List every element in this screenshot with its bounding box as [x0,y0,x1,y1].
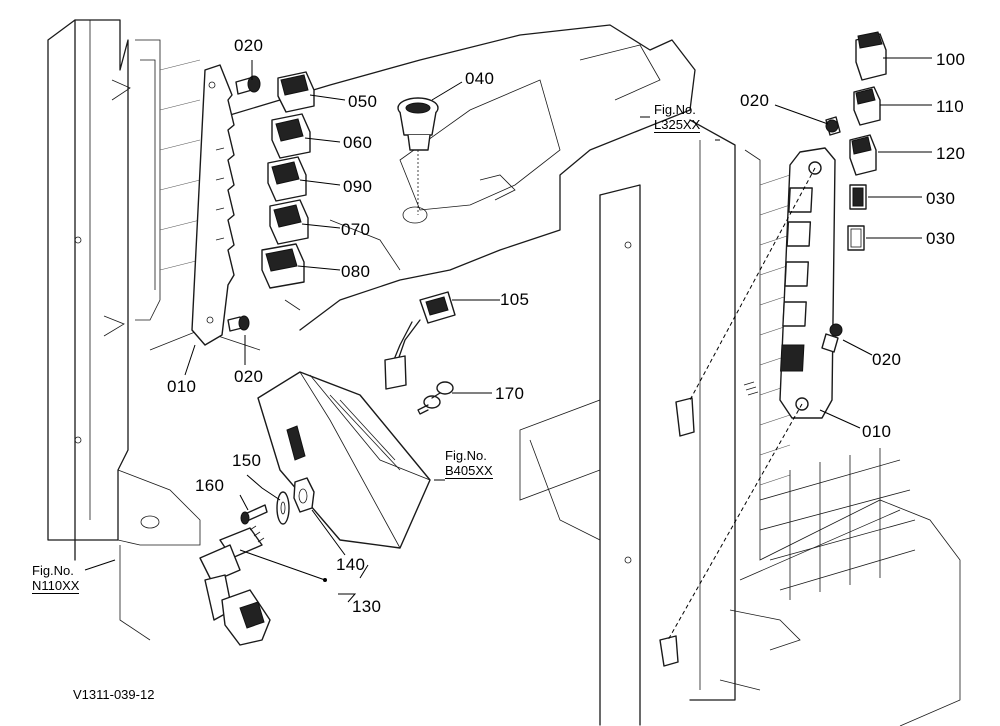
washer-150 [276,491,290,525]
dash-body [229,24,696,331]
blank-cover-030-lower [847,225,865,251]
figure-ref-n110xx[interactable]: Fig.No. N110XX [32,563,80,594]
connector-105 [384,291,456,390]
label-170: 170 [495,384,525,403]
key-switch-housing [257,371,431,549]
label-020-lower-right: 020 [872,350,902,369]
label-030-upper: 030 [926,189,956,208]
label-160: 160 [195,476,225,495]
label-100: 100 [936,50,966,69]
label-080: 080 [341,262,371,281]
switch-070 [269,199,309,245]
label-020-upper-left: 020 [234,36,264,55]
label-060: 060 [343,133,373,152]
label-020-upper-right: 020 [740,91,770,110]
blank-cover-030-upper [849,184,867,210]
figure-ref-caption: Fig.No. [445,448,487,463]
label-050: 050 [348,92,378,111]
label-010-left: 010 [167,377,197,396]
left-frame-panel [47,19,261,641]
label-030-lower: 030 [926,229,956,248]
bolt-020-lower-right [821,323,843,353]
label-090: 090 [343,177,373,196]
switch-090 [267,156,307,202]
figure-ref-number: L325XX [654,117,701,133]
label-070: 070 [341,220,371,239]
figure-ref-caption: Fig.No. [654,102,696,117]
label-110: 110 [936,97,965,116]
bolt-020-upper-right [825,116,841,136]
switch-120 [849,134,877,176]
switch-110 [853,86,881,126]
nut-140 [293,477,315,513]
leader-lines [84,57,932,641]
ignition-switch-130 [199,525,271,646]
label-140: 140 [336,555,366,574]
label-105: 105 [500,290,530,309]
diagram-id: V1311-039-12 [73,687,155,702]
figure-ref-caption: Fig.No. [32,563,74,578]
switch-080 [261,243,305,289]
bolt-020-lower-left [227,315,250,332]
screw-160 [240,504,268,525]
switch-bracket-right [779,147,836,419]
label-020-lower-left: 020 [234,367,264,386]
switch-100 [855,31,887,81]
right-frame-panel [519,119,961,726]
label-040: 040 [465,69,495,88]
switch-050 [277,71,315,113]
figure-ref-number: B405XX [445,463,493,479]
label-120: 120 [936,144,966,163]
switch-bracket-left [191,64,235,346]
figure-ref-l325xx[interactable]: Fig.No. L325XX [654,102,701,133]
switch-060 [271,113,311,159]
figure-ref-b405xx[interactable]: Fig.No. B405XX [445,448,493,479]
label-130: 130 [352,597,382,616]
keys-170 [417,381,454,415]
figure-ref-number: N110XX [32,578,80,594]
label-150: 150 [232,451,262,470]
bolt-020-upper-left [235,75,261,95]
socket-040 [397,97,439,215]
label-010-right: 010 [862,422,892,441]
